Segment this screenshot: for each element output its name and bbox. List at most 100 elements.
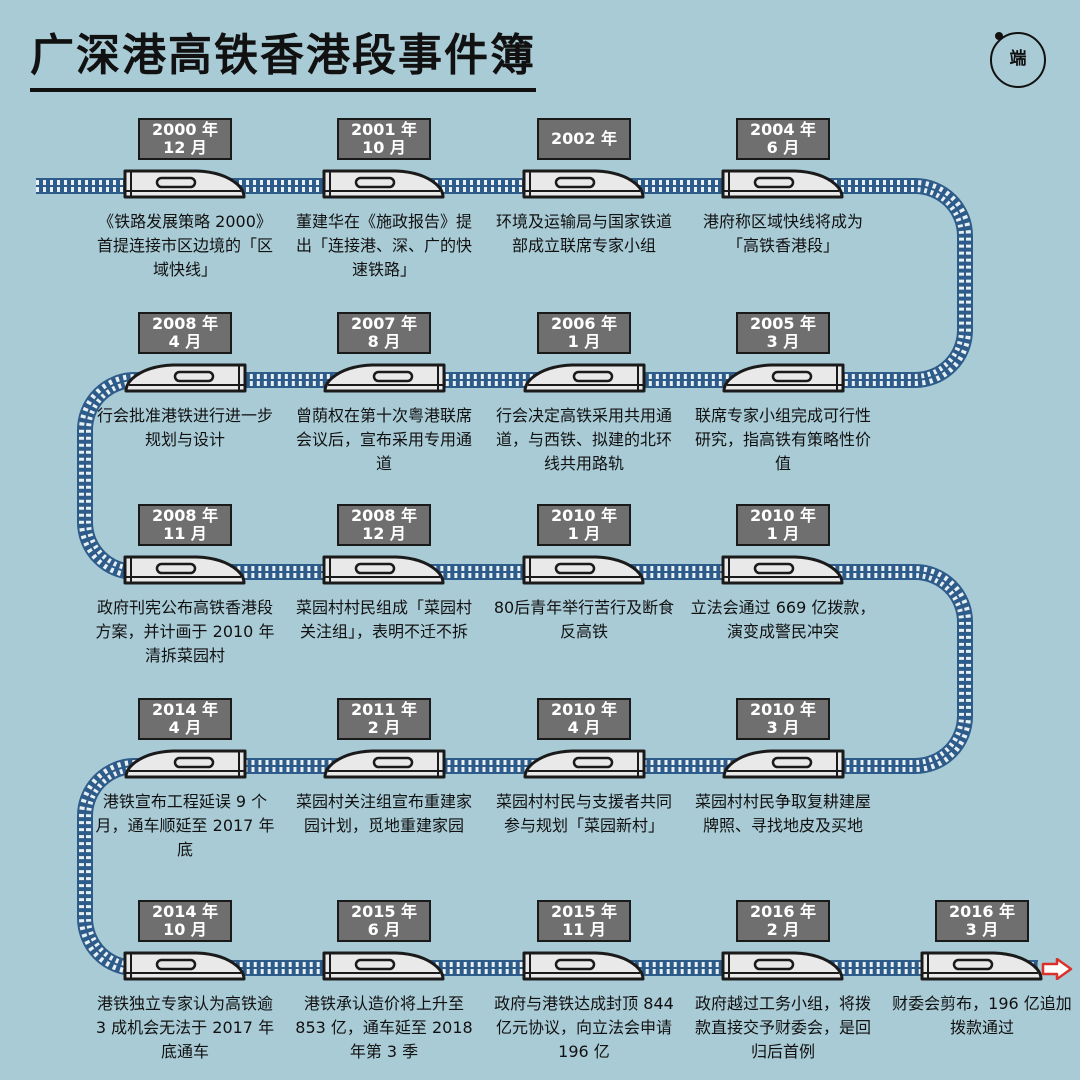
- train-icon: [522, 361, 646, 395]
- logo-dot: [995, 32, 1003, 40]
- event-description: 菜园村村民争取复耕建屋牌照、寻找地皮及买地: [694, 792, 871, 835]
- event-month: 11 月: [562, 920, 606, 939]
- event-month: 2 月: [766, 920, 800, 939]
- event-month: 3 月: [766, 332, 800, 351]
- event-year: 2010 年: [550, 506, 618, 525]
- train-icon: [721, 747, 845, 781]
- train-icon: [522, 553, 646, 587]
- event-month: 11 月: [163, 524, 207, 543]
- event-month: 8 月: [367, 332, 401, 351]
- event-description: 立法会通过 669 亿拨款，演变成警民冲突: [690, 598, 876, 641]
- event-description: 《铁路发展策略 2000》首提连接市区边境的「区域快线」: [96, 212, 273, 279]
- event-description: 菜园村关注组宣布重建家园计划，觅地重建家园: [295, 792, 472, 835]
- train-icon: [522, 167, 646, 201]
- event-month: 6 月: [766, 138, 800, 157]
- train-icon: [721, 553, 845, 587]
- train-icon: [123, 167, 247, 201]
- train-icon: [123, 747, 247, 781]
- event-year: 2002 年: [550, 129, 618, 148]
- train-icon: [123, 361, 247, 395]
- event-month: 1 月: [766, 524, 800, 543]
- event-description: 港铁独立专家认为高铁逾 3 成机会无法于 2017 年底通车: [95, 994, 275, 1061]
- event-month: 3 月: [766, 718, 800, 737]
- event-description: 菜园村村民与支援者共同参与规划「菜园新村」: [495, 792, 672, 835]
- train-icon: [522, 747, 646, 781]
- event-month: 4 月: [168, 332, 202, 351]
- event-description: 行会决定高铁采用共用通道，与西铁、拟建的北环线共用路轨: [495, 406, 672, 473]
- event-year: 2010 年: [749, 506, 817, 525]
- train-icon: [522, 949, 646, 983]
- train-icon: [123, 553, 247, 587]
- event-month: 3 月: [965, 920, 999, 939]
- event-description: 港府称区域快线将成为「高铁香港段」: [702, 212, 863, 255]
- event-year: 2016 年: [948, 902, 1016, 921]
- date-box: 2002 年: [537, 118, 631, 160]
- event-month: 4 月: [567, 718, 601, 737]
- event-year: 2006 年: [550, 314, 618, 333]
- event-month: 2 月: [367, 718, 401, 737]
- event-year: 2016 年: [749, 902, 817, 921]
- event-month: 1 月: [567, 332, 601, 351]
- arrow-right-icon: [1041, 958, 1073, 980]
- event-year: 2010 年: [749, 700, 817, 719]
- event-year: 2001 年: [350, 120, 418, 139]
- event-year: 2008 年: [350, 506, 418, 525]
- event-year: 2015 年: [350, 902, 418, 921]
- event-year: 2008 年: [151, 314, 219, 333]
- event-month: 10 月: [362, 138, 406, 157]
- train-icon: [322, 747, 446, 781]
- event-year: 2008 年: [151, 506, 219, 525]
- event-month: 10 月: [163, 920, 207, 939]
- event-description: 80后青年举行苦行及断食反高铁: [493, 598, 675, 641]
- event-description: 财委会剪布，196 亿追加拨款通过: [892, 994, 1072, 1037]
- train-icon: [123, 949, 247, 983]
- event-year: 2010 年: [550, 700, 618, 719]
- event-description: 港铁承认造价将上升至 853 亿，通车延至 2018 年第 3 季: [295, 994, 473, 1061]
- train-icon: [322, 949, 446, 983]
- event-month: 12 月: [362, 524, 406, 543]
- logo: 端: [990, 32, 1046, 88]
- event-description: 董建华在《施政报告》提出「连接港、深、广的快速铁路」: [295, 212, 472, 279]
- event-description: 政府与港铁达成封顶 844 亿元协议，向立法会申请 196 亿: [494, 994, 674, 1061]
- train-icon: [322, 553, 446, 587]
- event-description: 环境及运输局与国家铁道部成立联席专家小组: [495, 212, 672, 255]
- event-month: 1 月: [567, 524, 601, 543]
- event-description: 菜园村村民组成「菜园村关注组」，表明不迁不拆: [295, 598, 472, 641]
- event-year: 2000 年: [151, 120, 219, 139]
- train-icon: [721, 361, 845, 395]
- train-icon: [920, 949, 1044, 983]
- page-title: 广深港高铁香港段事件簿: [30, 26, 536, 92]
- event-year: 2011 年: [350, 700, 418, 719]
- train-icon: [322, 361, 446, 395]
- event-year: 2014 年: [151, 700, 219, 719]
- train-icon: [721, 167, 845, 201]
- event-year: 2007 年: [350, 314, 418, 333]
- event-description: 政府越过工务小组，将拨款直接交予财委会，是回归后首例: [694, 994, 871, 1061]
- event-description: 联席专家小组完成可行性研究，指高铁有策略性价值: [694, 406, 871, 473]
- event-year: 2014 年: [151, 902, 219, 921]
- event-description: 港铁宣布工程延误 9 个月，通车顺延至 2017 年底: [95, 792, 275, 859]
- event-month: 6 月: [367, 920, 401, 939]
- event-year: 2004 年: [749, 120, 817, 139]
- train-icon: [721, 949, 845, 983]
- event-month: 4 月: [168, 718, 202, 737]
